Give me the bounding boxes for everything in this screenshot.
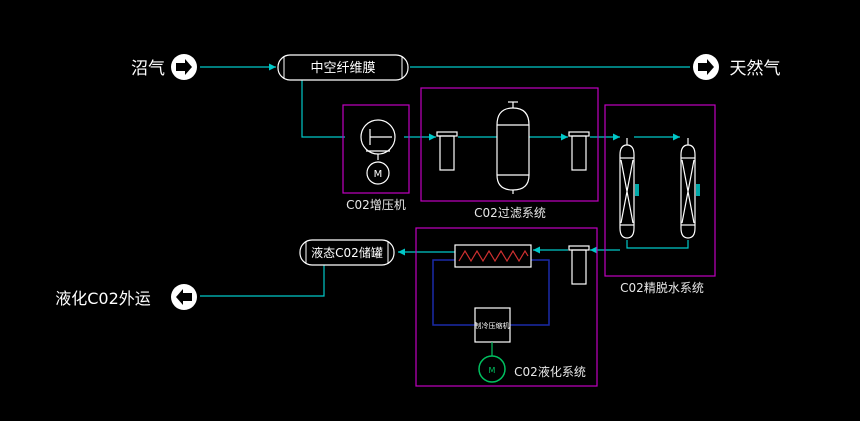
biogas-arrow-icon <box>171 54 197 80</box>
liquid-outlet-arrow-icon <box>171 284 197 310</box>
pipes <box>200 63 690 297</box>
condenser-heat-exchanger-icon <box>454 244 532 268</box>
biogas-label: 沼气 <box>131 59 165 79</box>
system-boxes <box>342 87 716 387</box>
filter-right-icon <box>568 131 590 171</box>
liquid-co2-tank <box>299 239 395 266</box>
filter-left-icon <box>436 131 458 171</box>
liquefaction-system-label: C02液化系统 <box>514 364 586 379</box>
tank-to-outlet-pipe <box>200 265 325 297</box>
dryer-column-left-icon <box>619 138 635 239</box>
dryer-column-right-icon <box>680 138 696 239</box>
liquefaction-system-box <box>415 227 598 387</box>
dehydration-system-box <box>604 104 716 277</box>
compressor-system-box <box>342 104 410 194</box>
filter-system-box <box>420 87 599 202</box>
filter-liquefaction-icon <box>568 245 590 285</box>
filter-system-label: C02过滤系统 <box>474 206 546 220</box>
dryer-right-sightglass <box>696 184 700 196</box>
dehydration-system-label: C02精脱水系统 <box>620 280 704 295</box>
natural-gas-arrow-icon <box>693 54 719 80</box>
membrane-to-compressor-pipe <box>301 80 345 138</box>
hollow-fiber-membrane <box>277 54 409 81</box>
motor-icon <box>478 355 506 383</box>
tank-label: 液态C02储罐 <box>311 245 383 260</box>
dryer-left-sightglass <box>635 184 639 196</box>
separator-vessel-icon <box>496 101 530 194</box>
refrigeration-unit-label: 制冷压缩机 <box>475 321 510 330</box>
compressor-system-label: C02增压机 <box>346 198 406 212</box>
liquid-outlet-label: 液化C02外运 <box>55 289 151 308</box>
compressor-symbol-icon <box>360 119 396 185</box>
dryer-bottom-pipe <box>626 240 689 249</box>
natural-gas-label: 天然气 <box>730 59 781 79</box>
membrane-label: 中空纤维膜 <box>310 61 375 76</box>
liquefaction-motor-letter: M <box>489 366 496 375</box>
compressor-motor-letter: M <box>374 169 383 180</box>
